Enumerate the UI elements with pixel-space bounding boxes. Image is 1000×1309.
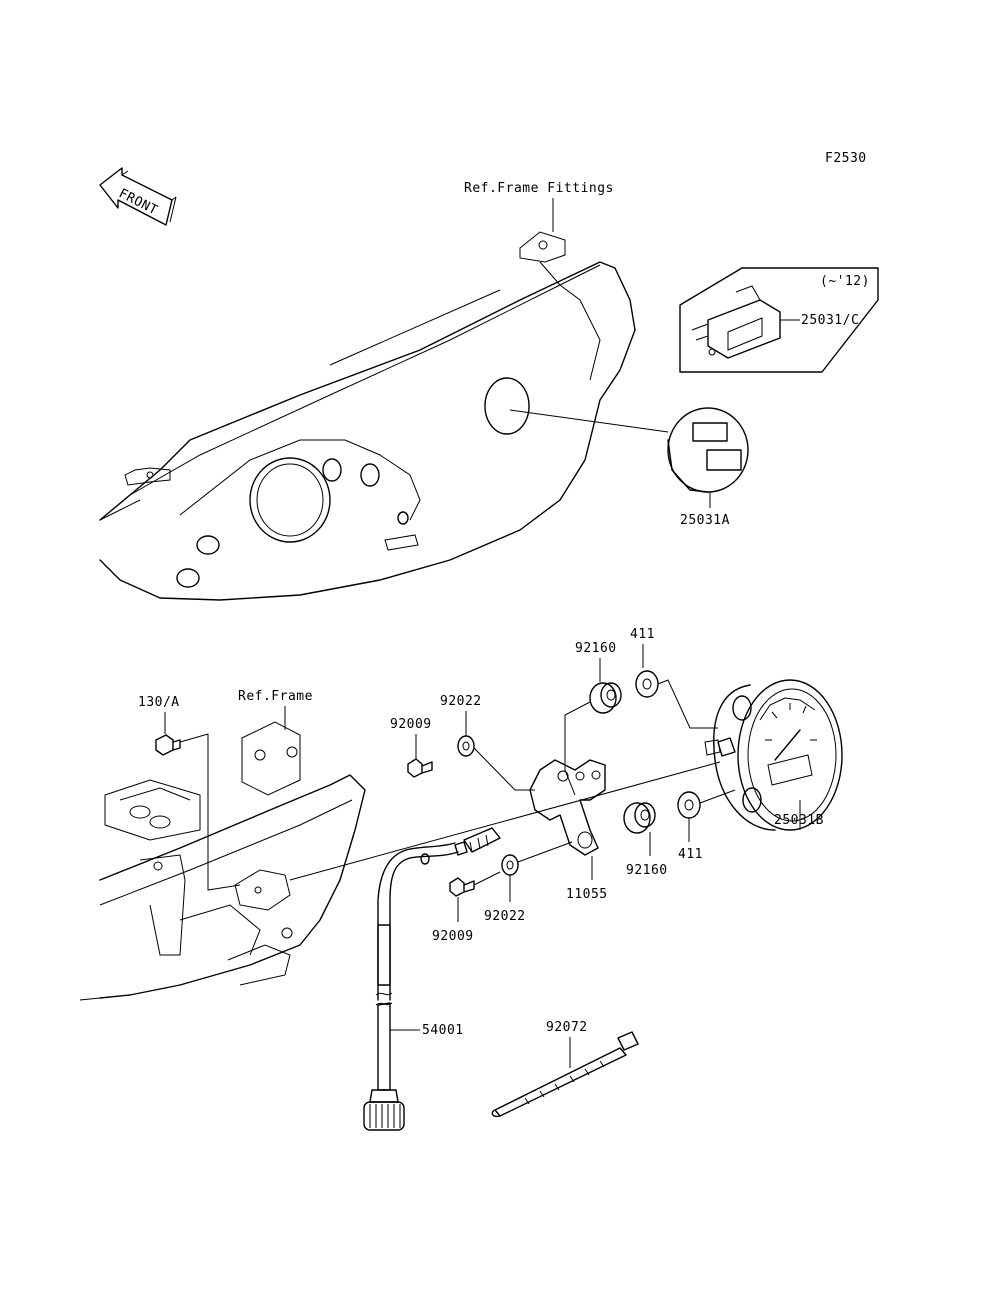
- part-92072-label: 92072: [546, 1020, 588, 1035]
- part-25031b-icon: [704, 679, 843, 831]
- part-92009-upper-label: 92009: [390, 717, 432, 732]
- part-92160-lower-label: 92160: [626, 863, 668, 878]
- figure-code: F2530: [825, 151, 867, 166]
- applicability-box: (~'12) 25031/C: [679, 267, 879, 373]
- lower-frame: [79, 721, 366, 1001]
- part-411-lower-label: 411: [678, 847, 703, 862]
- part-25031a-label: 25031A: [680, 513, 730, 528]
- front-arrow-icon: FRONT: [99, 167, 177, 226]
- part-92022-lower-icon: [501, 854, 519, 876]
- part-411-lower-icon: [677, 791, 701, 819]
- part-92160-upper-label: 92160: [575, 641, 617, 656]
- part-92009-lower-icon: [449, 877, 475, 897]
- part-92160-lower-icon: [623, 802, 656, 834]
- instrument-panel-fairing: [99, 231, 636, 601]
- part-92072-icon: [491, 1031, 639, 1118]
- part-411-upper-icon: [635, 670, 659, 698]
- part-54001-label: 54001: [422, 1023, 464, 1038]
- part-25031-c-icon: [691, 285, 781, 359]
- part-411-upper-label: 411: [630, 627, 655, 642]
- part-92160-upper-icon: [589, 682, 622, 714]
- part-92022-upper-label: 92022: [440, 694, 482, 709]
- applicability-note: (~'12): [820, 274, 870, 289]
- part-130-a-label: 130/A: [138, 695, 180, 710]
- part-25031a-icon: [667, 407, 749, 493]
- part-92022-lower-label: 92022: [484, 909, 526, 924]
- ref-frame-fittings-label: Ref.Frame Fittings: [464, 181, 614, 196]
- part-92009-lower-label: 92009: [432, 929, 474, 944]
- part-11055-label: 11055: [566, 887, 608, 902]
- part-92022-upper-icon: [457, 735, 475, 757]
- part-92009-upper-icon: [407, 758, 433, 778]
- part-130-a-icon: [155, 734, 181, 756]
- ref-frame-label: Ref.Frame: [238, 689, 313, 704]
- part-25031b-label: 25031B: [774, 813, 824, 828]
- part-54001-icon: [363, 827, 501, 1131]
- part-11055-icon: [529, 759, 606, 856]
- part-25031-c-label: 25031/C: [801, 313, 859, 328]
